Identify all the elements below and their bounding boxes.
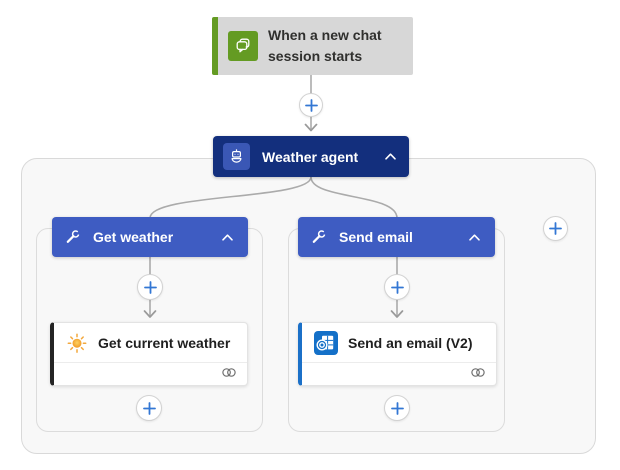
add-action-button-branch-1[interactable] bbox=[137, 274, 163, 300]
plus-icon bbox=[142, 401, 156, 415]
add-action-button-top[interactable] bbox=[299, 93, 323, 117]
wrench-icon bbox=[64, 228, 81, 246]
arrowhead-icon bbox=[304, 123, 318, 132]
trigger-node-chat-session[interactable]: When a new chat session starts bbox=[212, 17, 413, 75]
collapse-tool-button[interactable] bbox=[218, 228, 236, 246]
outlook-icon bbox=[314, 330, 338, 355]
chat-bubbles-icon bbox=[228, 31, 258, 61]
tool-label: Get weather bbox=[93, 229, 174, 245]
add-action-button-branch-2[interactable] bbox=[384, 274, 410, 300]
plus-icon bbox=[390, 401, 404, 415]
action-card-footer bbox=[54, 363, 247, 387]
chevron-up-icon bbox=[468, 233, 480, 241]
plus-icon bbox=[390, 280, 404, 294]
sun-icon bbox=[66, 332, 88, 354]
collapse-tool-button[interactable] bbox=[465, 228, 483, 246]
action-card-get-current-weather[interactable]: Get current weather bbox=[50, 322, 248, 386]
tool-node-get-weather[interactable]: Get weather bbox=[52, 217, 248, 257]
agent-label: Weather agent bbox=[262, 148, 359, 165]
action-card-header: Send an email (V2) bbox=[302, 323, 496, 363]
action-card-header: Get current weather bbox=[54, 323, 247, 363]
tool-node-send-email[interactable]: Send email bbox=[298, 217, 495, 257]
collapse-agent-button[interactable] bbox=[381, 148, 399, 166]
add-action-button-branch-1-end[interactable] bbox=[136, 395, 162, 421]
action-label: Get current weather bbox=[98, 334, 231, 351]
plus-icon bbox=[549, 222, 562, 235]
bot-icon bbox=[223, 143, 250, 170]
add-action-button-branch-2-end[interactable] bbox=[384, 395, 410, 421]
trigger-title: When a new chat session starts bbox=[268, 27, 382, 64]
chevron-up-icon bbox=[221, 233, 233, 241]
action-card-footer bbox=[302, 363, 496, 387]
plus-icon bbox=[304, 98, 318, 112]
plus-icon bbox=[143, 280, 157, 294]
chevron-up-icon bbox=[384, 153, 396, 160]
connection-icon[interactable] bbox=[221, 366, 237, 384]
wrench-icon bbox=[310, 228, 327, 246]
agent-node-weather[interactable]: Weather agent bbox=[213, 136, 409, 177]
action-card-send-an-email-v2[interactable]: Send an email (V2) bbox=[298, 322, 497, 386]
tool-label: Send email bbox=[339, 229, 413, 245]
add-branch-button[interactable] bbox=[543, 216, 568, 241]
action-label: Send an email (V2) bbox=[348, 334, 473, 351]
connection-icon[interactable] bbox=[470, 366, 486, 384]
